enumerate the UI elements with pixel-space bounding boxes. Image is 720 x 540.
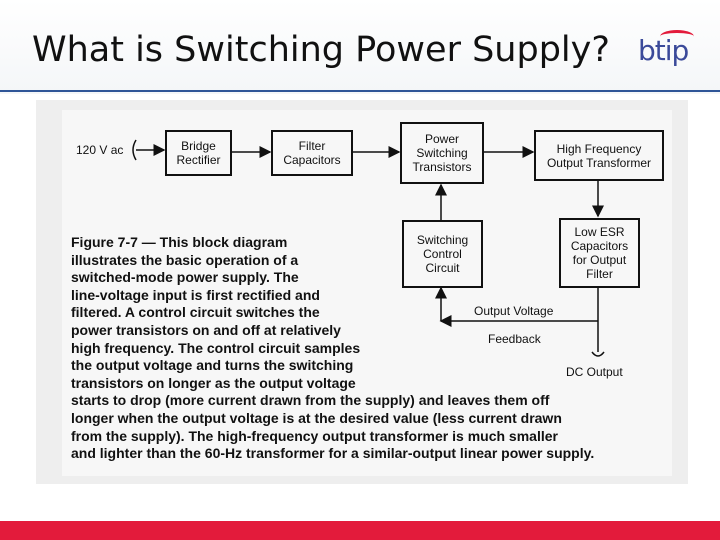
caps-line-4: Filter [586, 267, 613, 281]
caption-line: and lighter than the 60-Hz transformer f… [71, 445, 595, 462]
input-bracket [132, 139, 137, 161]
caption-line: power transistors on and off at relative… [71, 321, 341, 338]
input-voltage-label: 120 V ac [76, 143, 124, 157]
caption-line: switched-mode power supply. The [71, 269, 299, 286]
caption-line: line-voltage input is first rectified an… [71, 286, 320, 303]
logo-text: btip [638, 34, 689, 67]
footer-accent-bar [0, 521, 720, 540]
bridge-rectifier-line-2: Rectifier [176, 153, 221, 167]
control-line-2: Control [423, 247, 462, 261]
output-voltage-label: Output Voltage [474, 304, 554, 318]
switching-control-circuit-block: Switching Control Circuit [402, 220, 483, 288]
caption-line: high frequency. The control circuit samp… [71, 339, 361, 356]
title-bar: What is Switching Power Supply? btip [0, 0, 720, 94]
dc-output-terminal [591, 351, 605, 357]
caps-line-1: Low ESR [574, 225, 625, 239]
control-line-3: Circuit [425, 261, 460, 275]
filter-capacitors-block: Filter Capacitors [271, 130, 353, 176]
caption-line: longer when the output voltage is at the… [71, 409, 562, 426]
hf-output-transformer-block: High Frequency Output Transformer [534, 130, 664, 181]
caption-line: transistors on longer as the output volt… [71, 374, 356, 391]
bridge-rectifier-block: Bridge Rectifier [165, 130, 232, 176]
slide-title: What is Switching Power Supply? [32, 30, 610, 70]
caption-line: filtered. A control circuit switches the [71, 304, 320, 321]
dc-output-label: DC Output [566, 365, 623, 379]
power-switching-transistors-block: Power Switching Transistors [400, 122, 484, 184]
caps-line-2: Capacitors [570, 239, 629, 253]
transistors-line-1: Power [424, 132, 459, 146]
transformer-line-1: High Frequency [556, 141, 642, 156]
low-esr-capacitors-block: Low ESR Capacitors for Output Filter [559, 218, 640, 288]
caps-line-3: for Output [572, 253, 627, 267]
control-line-1: Switching [416, 233, 469, 247]
transistors-line-3: Transistors [412, 160, 472, 174]
btip-logo: btip [638, 30, 698, 74]
transformer-line-2: Output Transformer [546, 155, 652, 170]
bridge-rectifier-line-1: Bridge [181, 139, 216, 153]
transistors-line-2: Switching [416, 146, 468, 160]
title-divider [0, 90, 720, 92]
filter-capacitors-line-2: Capacitors [283, 153, 341, 167]
logo-swoosh-icon [660, 30, 694, 43]
figure-caption: Figure 7-7 — This block diagram illustra… [71, 234, 681, 463]
feedback-label: Feedback [488, 332, 541, 346]
caption-line: the output voltage and turns the switchi… [71, 357, 354, 374]
caption-line: from the supply). The high-frequency out… [71, 427, 558, 444]
caption-line: illustrates the basic operation of a [71, 251, 299, 268]
filter-capacitors-line-1: Filter [298, 139, 326, 153]
caption-line: starts to drop (more current drawn from … [71, 392, 550, 409]
caption-line: Figure 7-7 — This block diagram [71, 234, 288, 250]
